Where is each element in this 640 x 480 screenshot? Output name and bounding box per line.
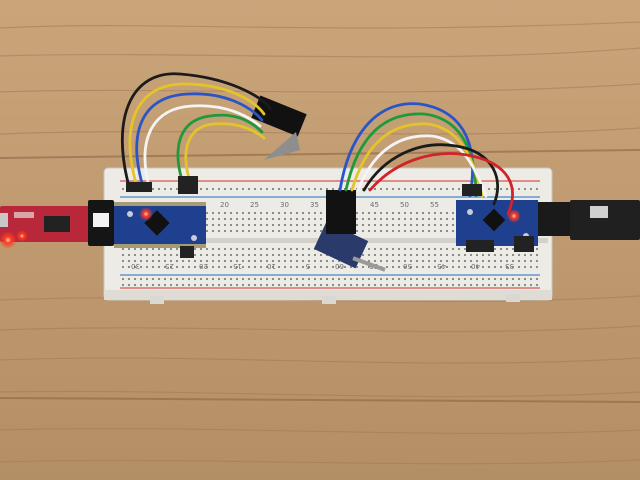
- led-icon: [16, 230, 28, 242]
- breadboard-number: 55: [430, 201, 439, 209]
- sensor-module-icon: [313, 190, 386, 272]
- breadboard-number: 30: [280, 201, 289, 209]
- breadboard-number: 15: [233, 262, 242, 270]
- breadboard-number: 60: [335, 262, 344, 270]
- breadboard-number: 25: [165, 262, 174, 270]
- breadboard-number: 20: [199, 262, 208, 270]
- usb-adapter-icon: [538, 200, 640, 240]
- breadboard-number: 20: [220, 201, 229, 209]
- jumper-headers: [126, 176, 534, 258]
- breadboard-number: 40: [471, 262, 480, 270]
- breadboard-number: 30: [131, 262, 140, 270]
- wood-plank-seams: [0, 149, 640, 403]
- breadboard-number: 25: [250, 201, 259, 209]
- breadboard-number: 45: [437, 262, 446, 270]
- breadboard-number: 35: [505, 262, 514, 270]
- led-icon: [0, 231, 17, 249]
- led-icon: [139, 207, 153, 221]
- breadboard-number: 50: [400, 201, 409, 209]
- right-wire-bundle: [338, 102, 514, 216]
- left-wire-bundle: [121, 72, 272, 194]
- breadboard-number: 45: [370, 201, 379, 209]
- wood-grain: [0, 21, 640, 465]
- breadboard-number: 5: [306, 262, 310, 270]
- breadboard-number: 50: [403, 262, 412, 270]
- led-icon: [507, 209, 521, 223]
- arduino-board-icon: [114, 202, 206, 248]
- sensor-module-icon: [251, 95, 307, 160]
- breadboard-number: 35: [310, 201, 319, 209]
- breadboard-number: 10: [267, 262, 276, 270]
